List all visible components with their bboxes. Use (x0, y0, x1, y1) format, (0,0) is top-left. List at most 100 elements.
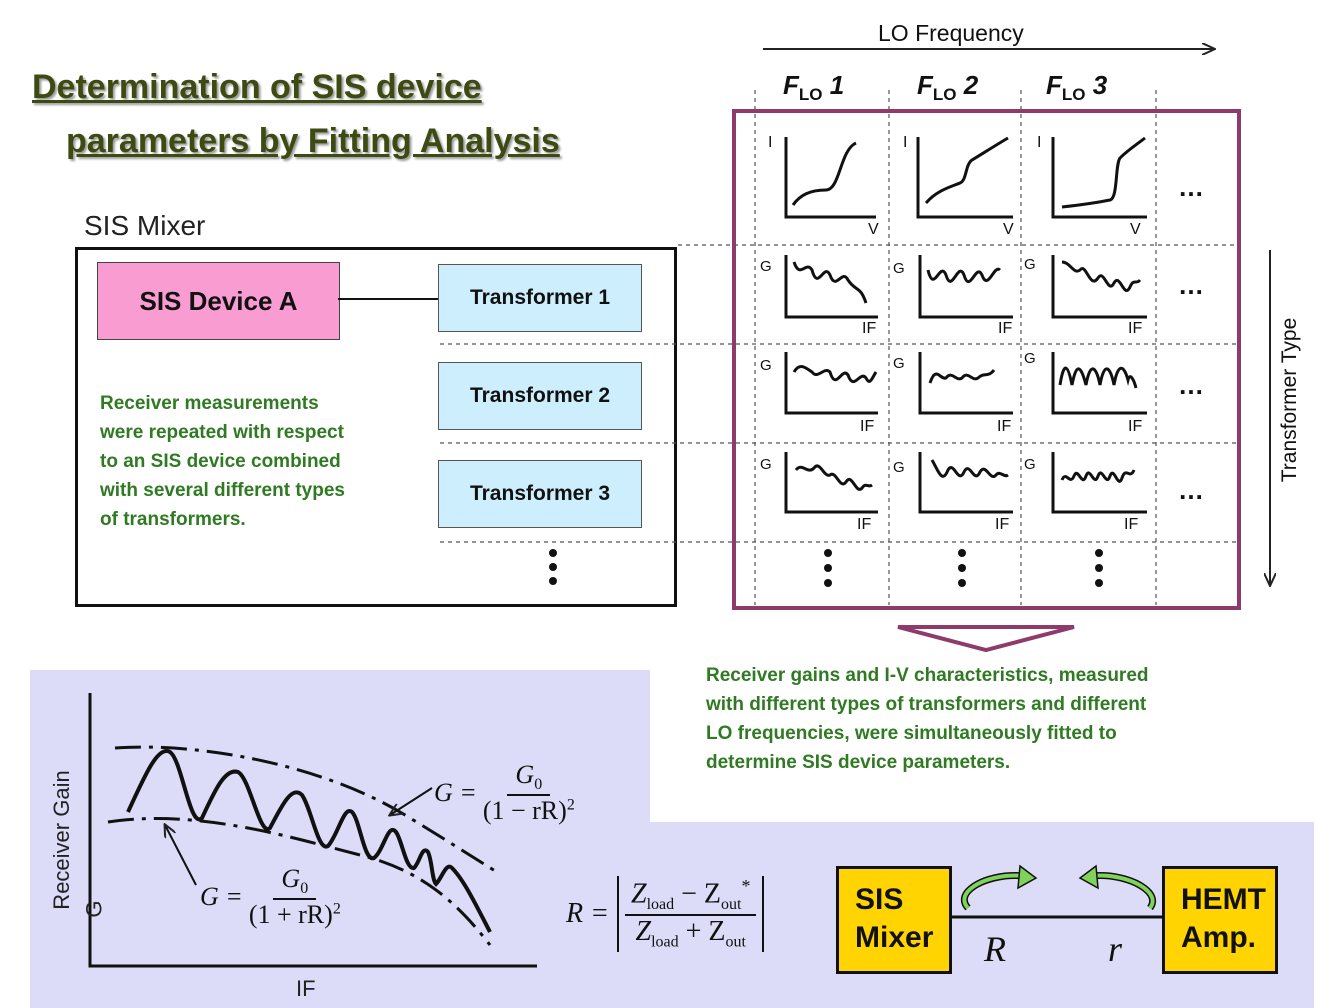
gain-y-label: G (893, 355, 905, 372)
gain-x-label: IF (1128, 418, 1143, 435)
iv-y-label: I (1037, 134, 1042, 151)
iv-curve (791, 141, 857, 206)
lower-formula-pointer (165, 825, 197, 886)
sis-mixer-chain-line2: Mixer (855, 921, 934, 954)
mixer-note-line: were repeated with respect (100, 422, 344, 443)
mixer-note-line: with several different types (100, 480, 345, 501)
mixer-note-line: of transformers. (100, 509, 246, 530)
gain-curve (794, 464, 873, 491)
gain-axes (1051, 352, 1147, 415)
forward-loop-icon (960, 864, 1038, 911)
horizontal-ellipsis: … (1178, 370, 1206, 400)
gain-plot-x-label: IF (296, 976, 316, 1001)
iv-axes (1051, 137, 1147, 219)
measurement-frame (732, 109, 1241, 610)
upper-formula-pointer (390, 787, 433, 815)
gain-axes (784, 255, 878, 319)
iv-axes (916, 137, 1013, 219)
iv-x-label: V (868, 221, 879, 238)
gain-x-label: IF (857, 516, 872, 533)
row-separators (440, 244, 1240, 543)
gain-x-label: IF (995, 516, 1010, 533)
lower-envelope (107, 817, 492, 946)
gain-plot-y-symbol: G (81, 900, 107, 918)
gain-fit-axes (88, 693, 537, 968)
upper-envelope-formula: G = G0 (1 − rR)2 (434, 760, 575, 826)
horizontal-ellipsis: … (1178, 475, 1206, 505)
gain-x-label: IF (862, 320, 877, 337)
measured-gain-curve (126, 749, 492, 933)
gain-axes (784, 452, 878, 514)
sis-mixer-box (75, 247, 677, 607)
gain-y-label: G (760, 258, 772, 275)
gain-curve (1060, 469, 1136, 483)
iv-curve (924, 136, 1009, 205)
iv-axes (784, 137, 876, 219)
result-arrow (897, 625, 1075, 653)
gain-y-label: G (1024, 256, 1036, 273)
R-label: R (984, 929, 1006, 969)
r-label: r (1108, 929, 1123, 969)
sis-mixer-chain-box: SIS Mixer (836, 866, 952, 974)
sis-mixer-chain-line1: SIS (855, 883, 904, 916)
gain-curve (926, 267, 1002, 284)
title-line-2: parameters by Fitting Analysis (66, 122, 560, 160)
fit-note-line: Receiver gains and I-V characteristics, … (706, 665, 1149, 686)
flo-3-label: FLO 3 (1046, 70, 1108, 105)
horizontal-ellipsis: … (1178, 270, 1206, 300)
gain-axes (784, 352, 878, 415)
gain-plot-y-label: Receiver Gain (49, 770, 74, 910)
fit-note-line: LO frequencies, were simultaneously fitt… (706, 723, 1117, 744)
upper-envelope (114, 745, 498, 874)
transformer-3-box: Transformer 3 (438, 460, 642, 528)
fit-note-line: with different types of transformers and… (706, 694, 1147, 715)
mixer-note-line: to an SIS device combined (100, 451, 341, 472)
gain-curve (930, 459, 1009, 478)
sis-mixer-label: SIS Mixer (84, 210, 206, 241)
gain-fit-plot (88, 693, 537, 968)
vertical-ellipses (549, 549, 1103, 587)
gain-curve (928, 369, 996, 384)
gain-y-label: G (1024, 456, 1036, 473)
reflection-formula: R = Zload − Zout* Zload + Zout (566, 876, 765, 952)
gain-x-label: IF (1128, 320, 1143, 337)
fit-note-line: determine SIS device parameters. (706, 752, 1011, 773)
page-title: Determination of SIS device parameters b… (32, 60, 560, 168)
iv-y-label: I (768, 134, 773, 151)
horizontal-ellipsis: … (1178, 172, 1206, 202)
gain-axes (1051, 452, 1147, 514)
gain-axes (918, 255, 1013, 319)
iv-x-label: V (1130, 221, 1141, 238)
transformer-type-label: Transformer Type (1278, 317, 1301, 483)
hemt-amp-line1: HEMT (1181, 883, 1266, 916)
gain-y-label: G (893, 260, 905, 277)
hemt-amp-line2: Amp. (1181, 921, 1256, 954)
gain-x-label: IF (1124, 516, 1139, 533)
gain-curve (792, 261, 868, 304)
gain-y-label: G (760, 357, 772, 374)
gain-y-label: G (1024, 350, 1036, 367)
gain-y-label: G (760, 456, 772, 473)
gain-curve (1061, 260, 1142, 292)
flo-2-label: FLO 2 (917, 70, 979, 105)
lo-frequency-label: LO Frequency (878, 20, 1024, 46)
iv-x-label: V (1003, 221, 1014, 238)
mixer-note-line: Receiver measurements (100, 393, 319, 414)
transformer-1-box: Transformer 1 (438, 264, 642, 332)
sis-device-box: SIS Device A (97, 262, 340, 340)
hemt-amp-chain-box: HEMT Amp. (1162, 866, 1278, 974)
gain-y-label: G (893, 459, 905, 476)
title-line-1: Determination of SIS device (32, 68, 482, 106)
gain-x-label: IF (860, 418, 875, 435)
mixer-note: Receiver measurements were repeated with… (100, 389, 345, 534)
amplifier-chain (950, 864, 1163, 919)
gain-axes (918, 352, 1013, 415)
gain-curve (1058, 366, 1138, 389)
gain-axes (918, 452, 1013, 514)
gain-x-label: IF (998, 320, 1013, 337)
column-separators (754, 90, 1157, 605)
flo-1-label: FLO 1 (783, 70, 845, 105)
reverse-loop-icon (1078, 864, 1156, 911)
fit-note: Receiver gains and I-V characteristics, … (706, 661, 1149, 777)
